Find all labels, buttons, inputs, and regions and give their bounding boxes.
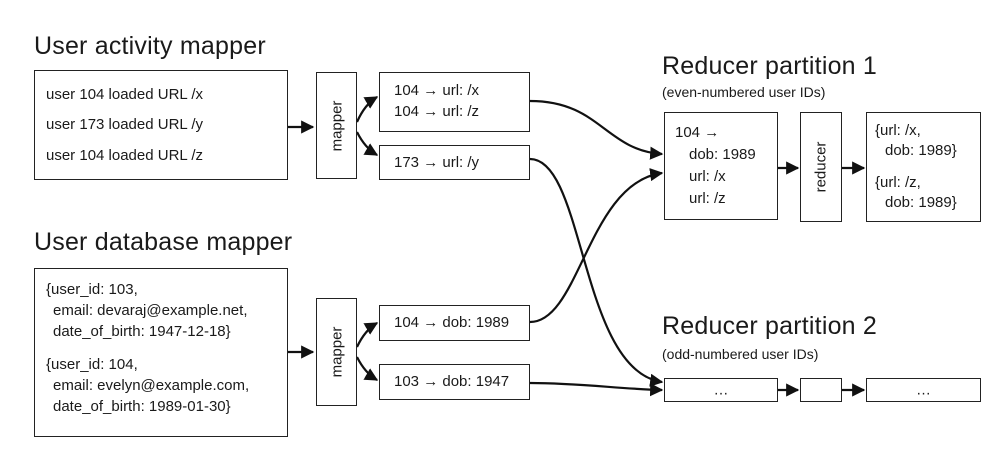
- partition2-heading: Reducer partition 2: [662, 312, 878, 340]
- partition2-reducer-input-box: …: [664, 378, 778, 402]
- db-record2-line2: email: evelyn@example.com,: [53, 377, 250, 394]
- activity-mapper-heading: User activity mapper: [34, 32, 266, 60]
- db-record1-line3: date_of_birth: 1947-12-18}: [53, 323, 231, 340]
- arrow-database-odd-to-partition2: [529, 381, 664, 397]
- db-record2-line1: {user_id: 104,: [46, 356, 138, 373]
- db-record1-line2: email: devaraj@example.net,: [53, 302, 248, 319]
- arrow-activity-even-to-partition1: [529, 99, 664, 160]
- activity-event-3: user 104 loaded URL /z: [46, 147, 204, 164]
- partition2-output-placeholder: …: [916, 381, 931, 399]
- db-record2-line3: date_of_birth: 1989-01-30}: [53, 398, 231, 415]
- arrow-database-mapper-to-even: [356, 322, 379, 348]
- arrow-activity-mapper-to-even: [355, 96, 379, 123]
- activity-output-odd-box: 173 → url: /y: [379, 145, 530, 180]
- arrow-activity-mapper-to-odd: [356, 131, 379, 156]
- database-output-even-box: 104 → dob: 1989: [379, 305, 530, 341]
- activity-output-even-1: 104 → url: /x: [394, 82, 480, 99]
- db-record1-line1: {user_id: 103,: [46, 281, 138, 298]
- activity-event-2: user 173 loaded URL /y: [46, 116, 204, 133]
- database-output-even-1: 104 → dob: 1989: [394, 314, 510, 331]
- partition1-reducer-input-box: 104 → dob: 1989 url: /x url: /z: [664, 112, 778, 220]
- partition1-output-record2-line1: {url: /z,: [875, 174, 921, 191]
- partition1-key: 104 →: [675, 124, 720, 141]
- partition1-reducer-label: reducer: [812, 141, 830, 193]
- activity-output-odd-1: 173 → url: /y: [394, 154, 480, 171]
- database-output-odd-box: 103 → dob: 1947: [379, 364, 530, 400]
- partition2-note: (odd-numbered user IDs): [662, 346, 819, 362]
- activity-input-box: user 104 loaded URL /x user 173 loaded U…: [34, 70, 288, 180]
- arrow-database-even-to-partition1: [529, 168, 664, 324]
- activity-output-even-2: 104 → url: /z: [394, 103, 480, 120]
- partition1-reducer-box: reducer: [800, 112, 842, 222]
- partition1-value-dob: dob: 1989: [689, 146, 756, 163]
- database-mapper-label: mapper: [328, 326, 345, 378]
- partition1-output-record1-line2: dob: 1989}: [885, 142, 957, 159]
- partition1-value-url-z: url: /z: [689, 190, 726, 207]
- database-input-box: {user_id: 103, email: devaraj@example.ne…: [34, 268, 288, 437]
- partition1-output-box: {url: /x, dob: 1989} {url: /z, dob: 1989…: [866, 112, 981, 222]
- partition1-output-record2-line2: dob: 1989}: [885, 194, 957, 211]
- database-mapper-box: mapper: [316, 298, 357, 406]
- activity-mapper-box: mapper: [316, 72, 357, 179]
- partition2-reducer-box: [800, 378, 842, 402]
- partition2-output-box: …: [866, 378, 981, 402]
- partition1-note: (even-numbered user IDs): [662, 84, 826, 100]
- database-mapper-heading: User database mapper: [34, 228, 293, 256]
- database-output-odd-1: 103 → dob: 1947: [394, 373, 510, 390]
- partition1-output-record1-line1: {url: /x,: [875, 122, 921, 139]
- partition1-value-url-x: url: /x: [689, 168, 726, 185]
- arrow-database-mapper-to-odd: [356, 356, 379, 381]
- partition1-heading: Reducer partition 1: [662, 52, 878, 80]
- partition2-input-placeholder: …: [713, 381, 729, 399]
- activity-output-even-box: 104 → url: /x 104 → url: /z: [379, 72, 530, 132]
- activity-mapper-label: mapper: [328, 100, 345, 151]
- arrow-activity-odd-to-partition2: [529, 157, 664, 387]
- activity-event-1: user 104 loaded URL /x: [46, 86, 204, 103]
